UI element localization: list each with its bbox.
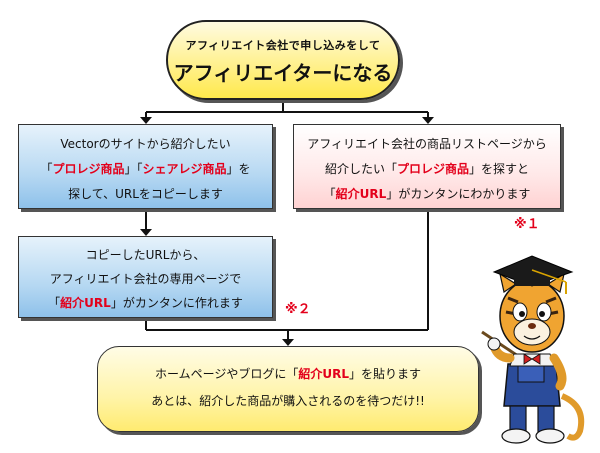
highlight-term: 紹介URL bbox=[60, 296, 111, 310]
vector-step-line2: 「プロレジ商品」「シェアレジ商品」を bbox=[19, 162, 272, 176]
start-step-subtitle: アフィリエイト会社で申し込みをして bbox=[185, 39, 381, 52]
tiger-mascot-graduation-icon bbox=[481, 255, 585, 444]
final-step-line1: ホームページやブログに「紹介URL」を貼ります bbox=[98, 367, 478, 381]
text-segment: 「 bbox=[48, 296, 61, 310]
text-segment: 」がカンタンに作れます bbox=[110, 296, 243, 310]
text-segment: ホームページやブログに「 bbox=[154, 367, 299, 381]
arrow-to-box3 bbox=[140, 229, 152, 236]
text-segment: 「 bbox=[40, 162, 53, 176]
highlight-term: 紹介URL bbox=[298, 367, 350, 381]
affiliate-step-line1: アフィリエイト会社の商品リストページから bbox=[307, 137, 547, 151]
arrow-to-box4 bbox=[282, 339, 294, 346]
affiliate-list-step: アフィリエイト会社の商品リストページから 紹介したい「プロレジ商品」を探すと 「… bbox=[293, 124, 561, 209]
vector-step-line1: Vectorのサイトから紹介したい bbox=[60, 137, 231, 151]
highlight-term: 紹介URL bbox=[335, 187, 387, 201]
paste-url-final-step: ホームページやブログに「紹介URL」を貼ります あとは、紹介した商品が購入される… bbox=[97, 346, 479, 432]
highlight-term: プロレジ商品 bbox=[52, 162, 125, 176]
text-segment: 紹介したい「 bbox=[324, 162, 397, 176]
create-step-line3: 「紹介URL」がカンタンに作れます bbox=[19, 296, 272, 310]
affiliate-step-line3: 「紹介URL」がカンタンにわかります bbox=[294, 187, 560, 201]
vector-copy-url-step: Vectorのサイトから紹介したい 「プロレジ商品」「シェアレジ商品」を 探して… bbox=[18, 124, 273, 209]
highlight-term: プロレジ商品 bbox=[396, 162, 469, 176]
text-segment: 」「 bbox=[124, 162, 143, 176]
start-step-title: アフィリエイターになる bbox=[173, 61, 393, 85]
text-segment: 」を bbox=[226, 162, 251, 176]
note-marker-2: ※２ bbox=[285, 302, 311, 317]
highlight-term: シェアレジ商品 bbox=[142, 162, 227, 176]
final-step-line2: あとは、紹介した商品が購入されるのを待つだけ!! bbox=[151, 394, 425, 408]
note-marker-1: ※１ bbox=[514, 217, 540, 232]
text-segment: 「 bbox=[323, 187, 336, 201]
create-step-line1: コピーしたURLから、 bbox=[85, 248, 206, 262]
start-step-box: アフィリエイト会社で申し込みをして アフィリエイターになる bbox=[166, 20, 400, 100]
text-segment: 」を貼ります bbox=[349, 367, 422, 381]
text-segment: 」がカンタンにわかります bbox=[386, 187, 531, 201]
text-segment: 」を探すと bbox=[469, 162, 530, 176]
vector-step-line3: 探して、URLをコピーします bbox=[68, 187, 223, 201]
arrow-to-box2 bbox=[422, 117, 434, 124]
create-referral-url-step: コピーしたURLから、 アフィリエイト会社の専用ページで 「紹介URL」がカンタ… bbox=[18, 236, 273, 318]
arrow-to-box1 bbox=[140, 117, 152, 124]
affiliate-step-line2: 紹介したい「プロレジ商品」を探すと bbox=[294, 162, 560, 176]
create-step-line2: アフィリエイト会社の専用ページで bbox=[49, 272, 242, 286]
